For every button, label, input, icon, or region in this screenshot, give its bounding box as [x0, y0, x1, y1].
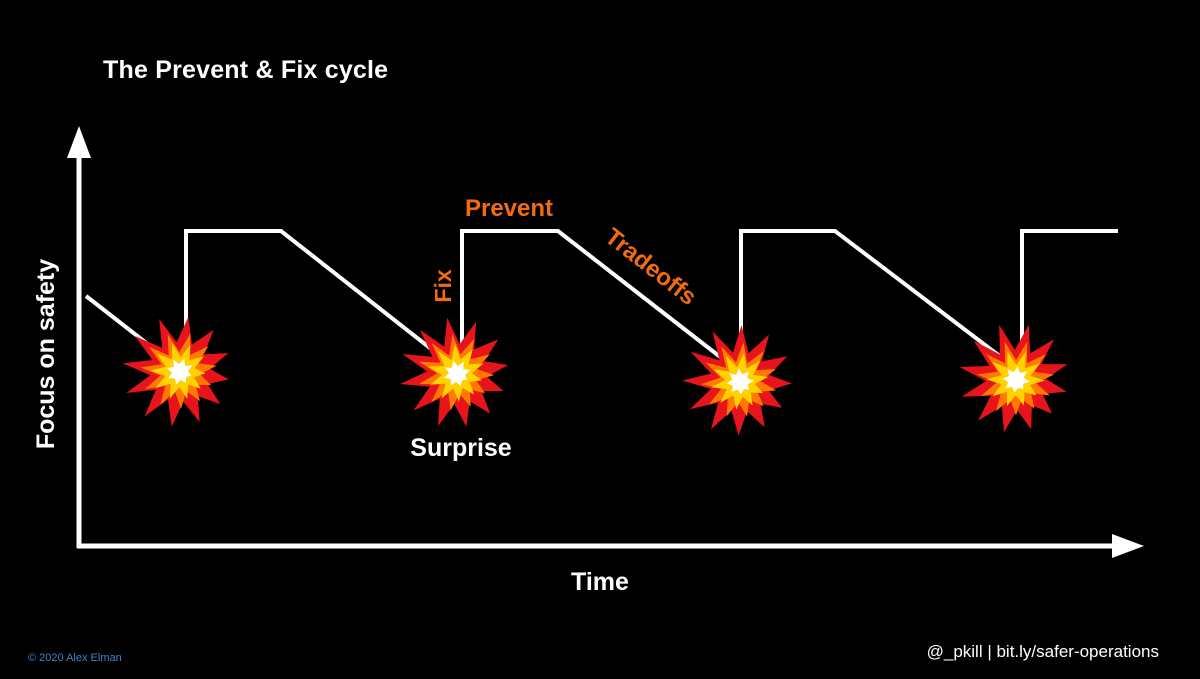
prevent-label: Prevent — [465, 195, 553, 222]
copyright-credit: © 2020 Alex Elman — [28, 652, 122, 664]
burst-layer — [1002, 366, 1030, 393]
burst-layer — [726, 368, 754, 395]
tradeoffs-label: Tradeoffs — [600, 223, 702, 311]
safety-focus-line — [84, 229, 1118, 372]
burst-layer — [166, 358, 193, 385]
explosion-icon — [959, 324, 1068, 433]
explosion-icon — [400, 317, 509, 427]
x-axis-arrowhead — [1112, 534, 1144, 558]
burst-layer — [444, 360, 471, 386]
y-axis-arrowhead — [67, 126, 91, 158]
surprise-bursts — [122, 317, 1068, 436]
explosion-icon — [682, 325, 792, 436]
fix-label: Fix — [430, 269, 456, 302]
explosion-icon — [122, 317, 229, 427]
diagram-title: The Prevent & Fix cycle — [103, 56, 389, 84]
x-axis-label: Time — [571, 568, 629, 596]
surprise-label: Surprise — [410, 434, 512, 462]
footer-link: @_pkill | bit.ly/safer-operations — [926, 642, 1159, 661]
y-axis-label: Focus on safety — [32, 259, 60, 449]
